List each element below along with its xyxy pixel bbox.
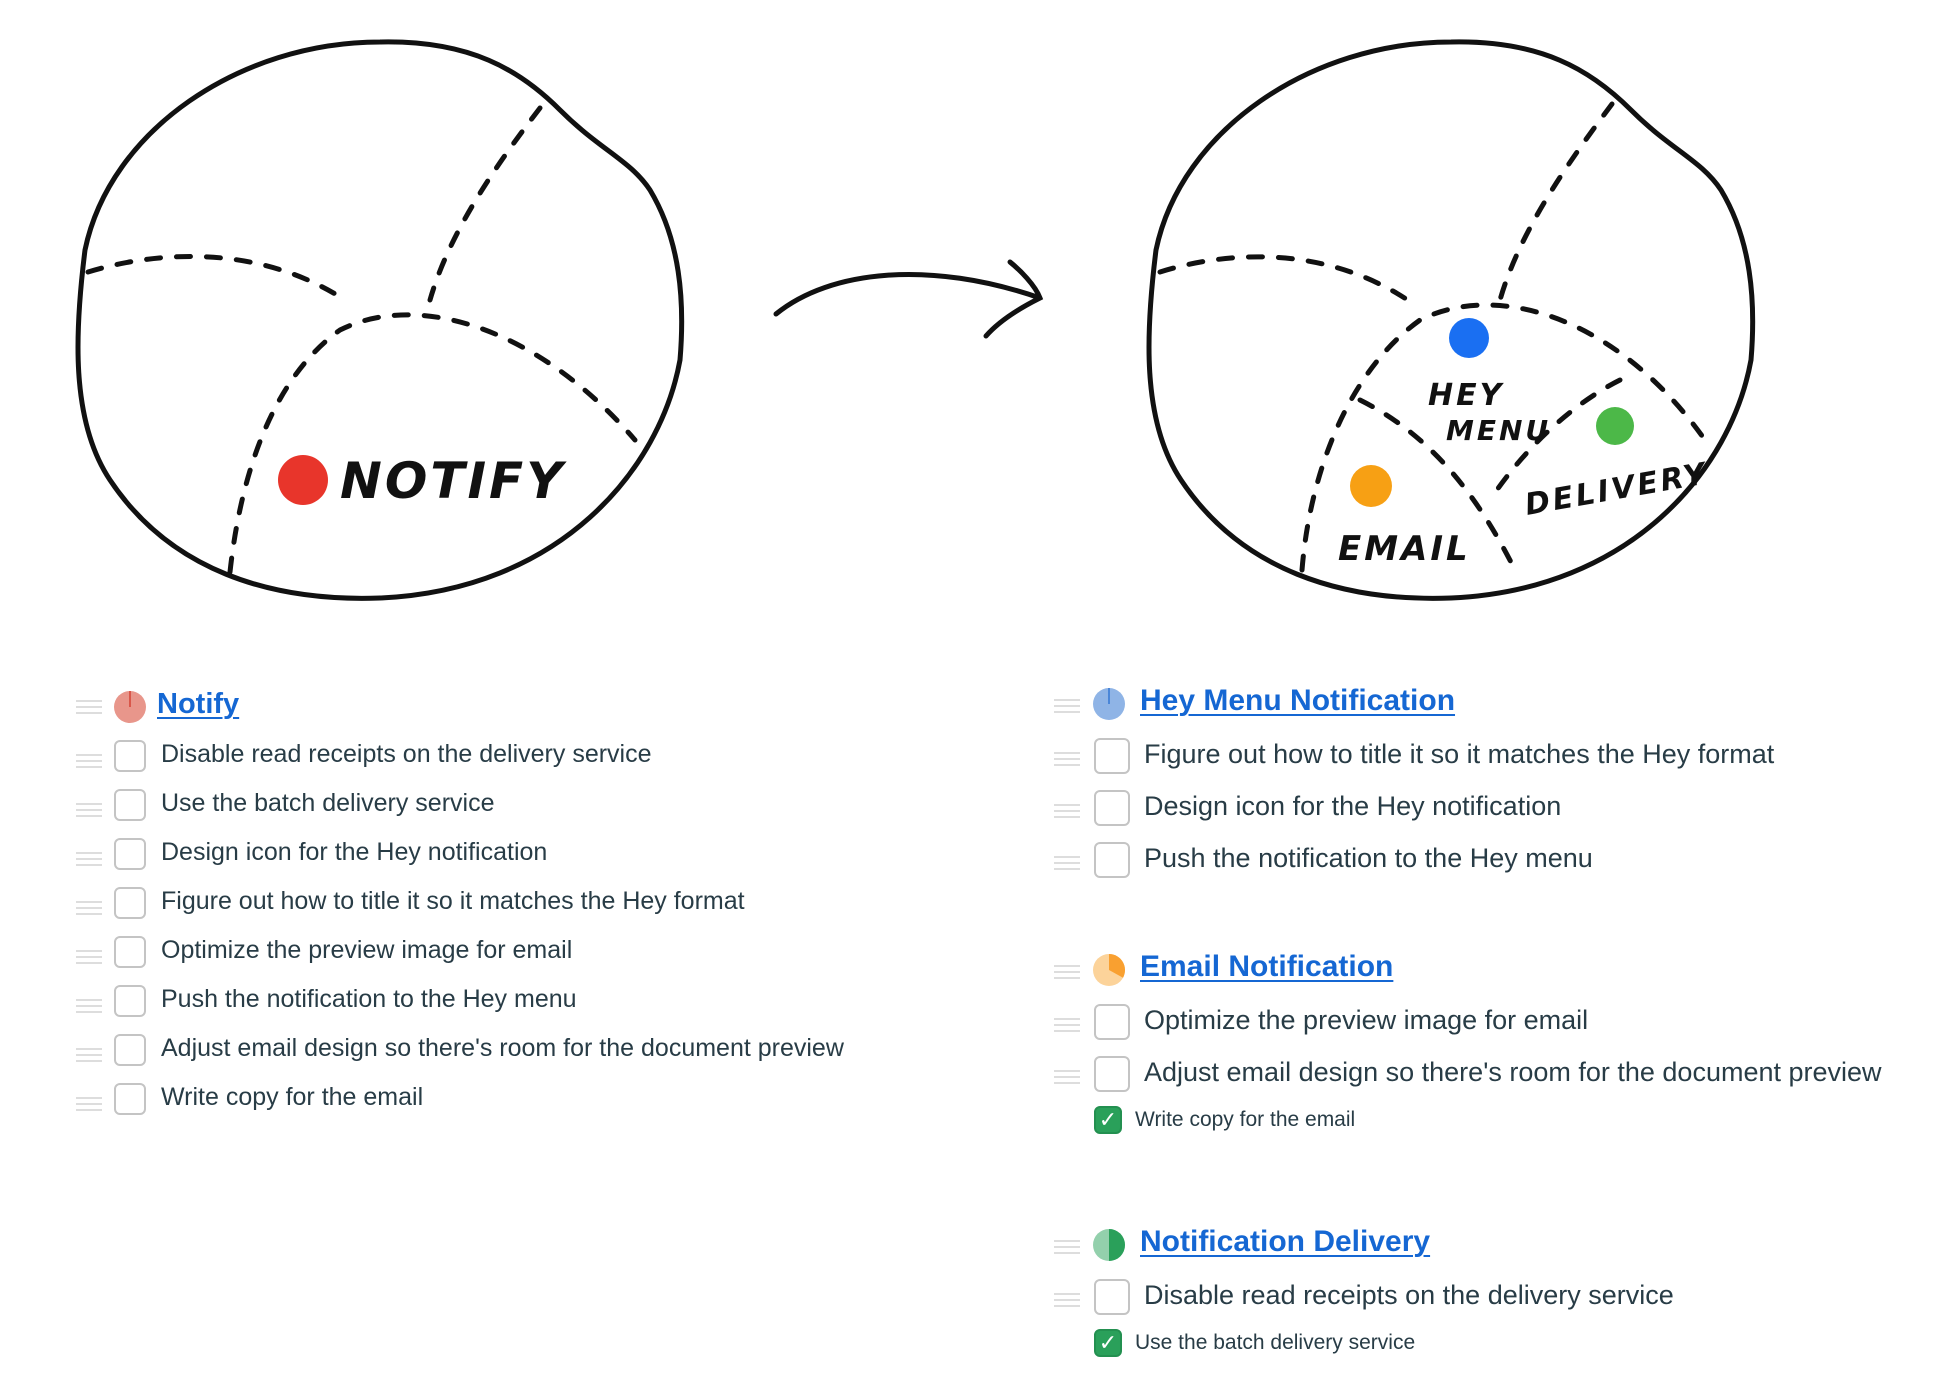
todo-label: Optimize the preview image for email	[161, 936, 573, 964]
notify-dot	[278, 455, 328, 505]
drag-handle-icon[interactable]	[76, 700, 102, 714]
drag-handle-icon[interactable]	[76, 999, 102, 1013]
todolist-title-notify[interactable]: Notify	[157, 688, 240, 720]
checked-checkbox[interactable]: ✓	[1094, 1329, 1122, 1357]
todolist-title[interactable]: Hey Menu Notification	[1140, 684, 1456, 717]
drag-handle-icon[interactable]	[76, 852, 102, 866]
drag-handle-icon[interactable]	[76, 901, 102, 915]
checked-checkbox[interactable]: ✓	[1094, 1106, 1122, 1134]
todo-label: Push the notification to the Hey menu	[161, 985, 577, 1013]
todo-checkbox[interactable]	[1094, 1004, 1130, 1040]
left-scope-circle	[75, 39, 685, 601]
todo-label: Optimize the preview image for email	[1144, 1005, 1589, 1035]
drag-handle-icon[interactable]	[76, 803, 102, 817]
drag-handle-icon[interactable]	[1054, 699, 1080, 713]
todo-label: Write copy for the email	[1135, 1108, 1356, 1131]
todo-label: Adjust email design so there's room for …	[1144, 1057, 1882, 1087]
drag-handle-icon[interactable]	[1054, 965, 1080, 979]
todo-label: Adjust email design so there's room for …	[161, 1034, 844, 1062]
todo-label: Figure out how to title it so it matches…	[1144, 739, 1775, 769]
delivery-sketch-label: DELIVERY	[1522, 456, 1711, 523]
drag-handle-icon[interactable]	[76, 950, 102, 964]
todo-checkbox[interactable]	[114, 838, 146, 870]
todo-label: Use the batch delivery service	[1135, 1331, 1416, 1354]
drag-handle-icon[interactable]	[1054, 804, 1080, 818]
todo-checkbox[interactable]	[114, 1034, 146, 1066]
drag-handle-icon[interactable]	[1054, 1070, 1080, 1084]
todo-checkbox[interactable]	[1094, 842, 1130, 878]
drag-handle-icon[interactable]	[76, 1097, 102, 1111]
todo-label: Use the batch delivery service	[161, 789, 495, 817]
drag-handle-icon[interactable]	[76, 754, 102, 768]
right-scope-circle	[1146, 39, 1756, 601]
todo-checkbox[interactable]	[114, 789, 146, 821]
todo-label: Design icon for the Hey notification	[1144, 791, 1562, 821]
todo-checkbox[interactable]	[1094, 790, 1130, 826]
hey-menu-dot	[1449, 318, 1489, 358]
todo-checkbox[interactable]	[114, 936, 146, 968]
progress-pie-icon	[1093, 1229, 1125, 1261]
todo-label: Design icon for the Hey notification	[161, 838, 548, 866]
drag-handle-icon[interactable]	[1054, 752, 1080, 766]
drag-handle-icon[interactable]	[76, 1048, 102, 1062]
todo-label: Push the notification to the Hey menu	[1144, 843, 1593, 873]
todo-checkbox[interactable]	[1094, 738, 1130, 774]
todo-checkbox[interactable]	[1094, 1056, 1130, 1092]
todo-checkbox[interactable]	[114, 740, 146, 772]
todolist-title[interactable]: Notification Delivery	[1140, 1225, 1431, 1258]
drag-handle-icon[interactable]	[1054, 1018, 1080, 1032]
progress-pie-icon	[1093, 954, 1126, 986]
progress-pie-icon	[1093, 688, 1125, 720]
email-sketch-label: EMAIL	[1338, 529, 1471, 569]
todo-checkbox[interactable]	[114, 985, 146, 1017]
drag-handle-icon[interactable]	[1054, 1240, 1080, 1254]
todo-label: Write copy for the email	[161, 1083, 424, 1111]
drag-handle-icon[interactable]	[1054, 1293, 1080, 1307]
progress-pie-icon	[114, 691, 146, 723]
delivery-dot	[1596, 407, 1634, 445]
todo-label: Figure out how to title it so it matches…	[161, 887, 745, 915]
todolist-title[interactable]: Email Notification	[1140, 950, 1394, 983]
hey-sketch-label: HEY	[1428, 378, 1505, 413]
arrow-icon	[773, 259, 1044, 339]
notify-sketch-label: NOTIFY	[340, 452, 567, 510]
drag-handle-icon[interactable]	[1054, 856, 1080, 870]
menu-sketch-label: MENU	[1446, 414, 1551, 447]
todo-label: Disable read receipts on the delivery se…	[1144, 1280, 1674, 1310]
email-dot	[1350, 465, 1392, 507]
todo-checkbox[interactable]	[1094, 1279, 1130, 1315]
todo-label: Disable read receipts on the delivery se…	[161, 740, 652, 768]
todo-checkbox[interactable]	[114, 887, 146, 919]
todo-checkbox[interactable]	[114, 1083, 146, 1115]
